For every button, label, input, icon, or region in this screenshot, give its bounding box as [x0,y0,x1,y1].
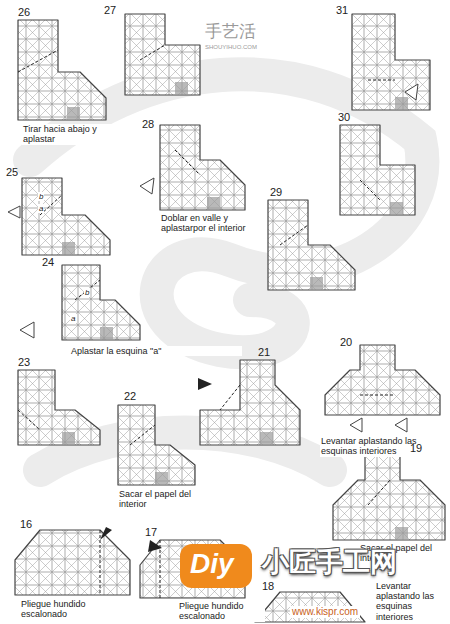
point-letter: a [38,204,44,213]
step-number: 30 [338,111,350,124]
step-number: 22 [124,390,136,403]
step-number: 27 [104,4,116,17]
instruction-caption: Pliegue hundido escalonado [20,599,132,620]
watermark: 手艺活 [205,22,256,42]
step-number: 31 [336,4,348,17]
step-number: 28 [142,118,154,131]
point-letter: b [84,288,90,297]
step-number: 25 [6,166,18,179]
step-number: 21 [258,346,270,359]
instruction-caption: Aplastar la esquina "a" [70,346,242,356]
step-number: 23 [18,356,30,369]
step-number: 17 [145,526,157,539]
point-letter: a [70,314,76,323]
step-number: 18 [262,580,274,593]
step-number: 19 [410,442,422,455]
instruction-caption: Levantar aplastando las esquinas interio… [320,436,447,457]
instruction-caption: Pliegue hundido escalonado [178,601,265,622]
step-number: 16 [20,518,32,531]
step-number: 24 [42,256,54,269]
step-number: 29 [270,186,282,199]
instruction-caption: Levantar aplastando las esquinas interio… [375,581,447,622]
instruction-caption: Tirar hacia abajo y aplastar [22,124,124,145]
instruction-caption: Sacar el papel del interior [118,489,220,510]
step-number: 26 [18,6,30,19]
step-number: 20 [340,336,352,349]
watermark: SHOUYIHUO.COM [205,44,257,51]
logo-text: 小匠手工网 [262,546,397,577]
point-letter: b [38,192,44,201]
instruction-caption: Doblar en valle y aplastarpor el interio… [160,213,262,234]
logo-text: Diy [190,548,234,580]
logo-url: www.kispr.com [290,606,360,618]
